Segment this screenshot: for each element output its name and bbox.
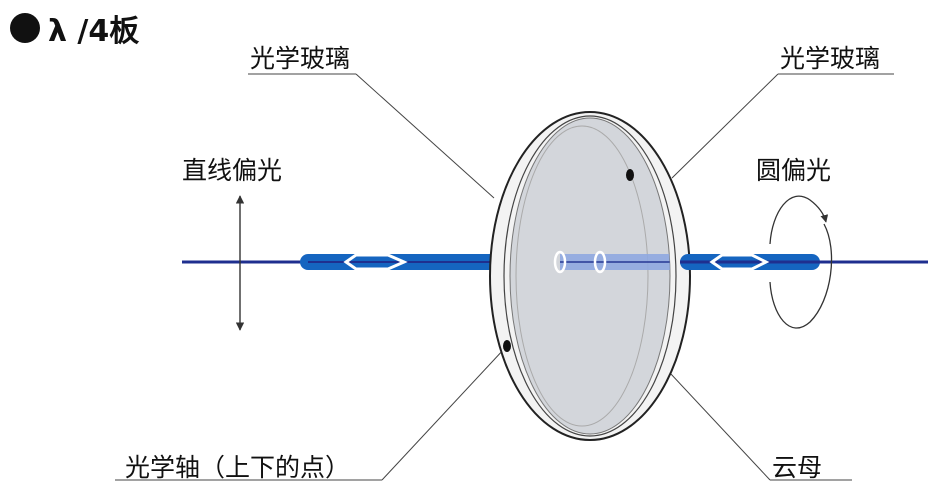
label-optical-glass-right: 光学玻璃 bbox=[780, 44, 881, 73]
label-optical-axis: 光学轴（上下的点） bbox=[125, 453, 351, 482]
leader-glass-left bbox=[355, 73, 495, 199]
plate-inner-rim bbox=[515, 125, 649, 427]
diagram-title: λ /4板 bbox=[10, 10, 139, 49]
circular-arrow-back-arc bbox=[769, 195, 829, 245]
label-optical-glass-left: 光学玻璃 bbox=[250, 44, 351, 73]
beam-wave-marker-left bbox=[343, 253, 408, 271]
circular-arrow-icon bbox=[769, 195, 833, 329]
leader-mica bbox=[655, 357, 771, 481]
label-mica: 云母 bbox=[772, 453, 823, 482]
plate-mica-layer bbox=[503, 115, 677, 437]
beam-wave-marker-right bbox=[709, 253, 770, 271]
label-linear-polarized: 直线偏光 bbox=[182, 156, 283, 185]
beam-entry-ring-icon bbox=[553, 250, 567, 274]
wave-plate bbox=[489, 111, 691, 441]
circular-arrow-front-arc bbox=[769, 223, 833, 329]
optical-axis-dot-top bbox=[626, 169, 634, 181]
title-text: λ /4板 bbox=[48, 14, 140, 49]
leader-glass-right bbox=[671, 73, 779, 179]
beam-exit-ring-icon bbox=[593, 250, 607, 274]
transmitted-beam bbox=[680, 253, 928, 271]
leader-optical-axis bbox=[381, 347, 506, 481]
leader-lines bbox=[115, 73, 894, 481]
title-bullet-icon bbox=[10, 13, 40, 43]
optical-axis-dot-bottom bbox=[503, 340, 511, 352]
label-circular-polarized: 圆偏光 bbox=[756, 156, 832, 185]
plate-glass-face bbox=[509, 117, 671, 435]
